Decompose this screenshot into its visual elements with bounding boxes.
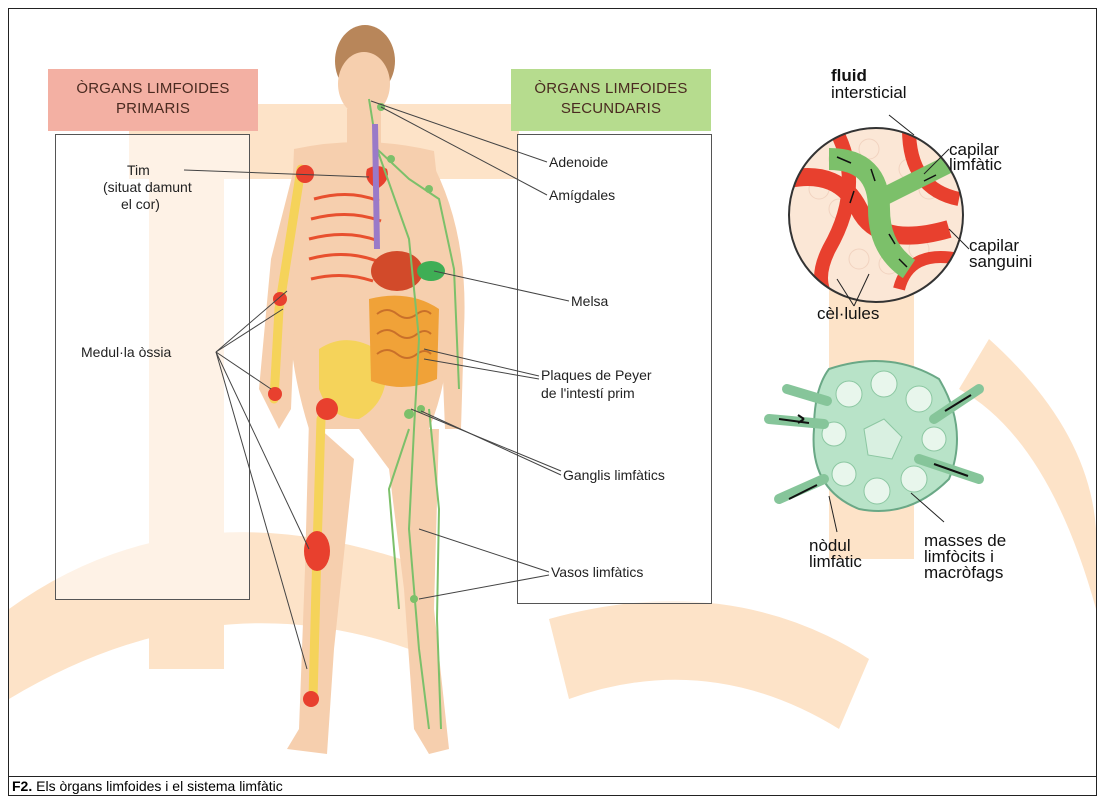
figure-caption: F2. Els òrgans limfoides i el sistema li… (9, 776, 1096, 795)
lymph-node-diagram (9, 9, 1096, 795)
caption-tag: F2. (12, 778, 32, 794)
figure-frame: ÒRGANS LIMFOIDES PRIMARIS ÒRGANS LIMFOID… (8, 8, 1097, 796)
label-nodul-2: limfàtic (809, 553, 862, 570)
afferent-vessel-3 (779, 479, 824, 499)
caption-text: Els òrgans limfoides i el sistema limfàt… (36, 778, 283, 794)
label-masses-3: macròfags (924, 564, 1003, 581)
